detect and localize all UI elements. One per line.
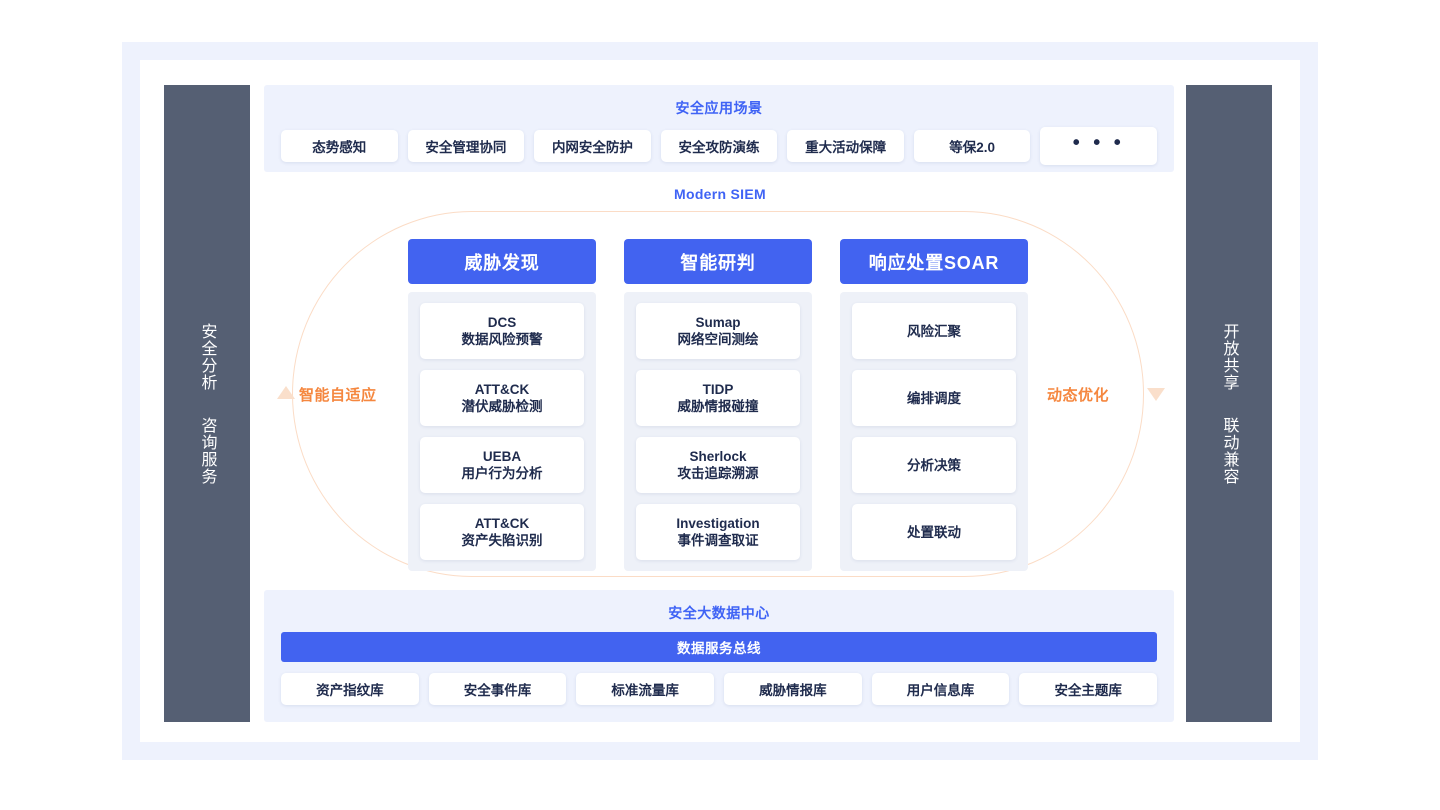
capability-card[interactable]: UEBA 用户行为分析 xyxy=(420,437,584,493)
capability-card[interactable]: TIDP 威胁情报碰撞 xyxy=(636,370,800,426)
capability-card[interactable]: Investigation 事件调查取证 xyxy=(636,504,800,560)
card-zh: 编排调度 xyxy=(907,390,961,406)
card-zh: 用户行为分析 xyxy=(461,466,543,481)
scenarios-chip-row: 态势感知 安全管理协同 内网安全防护 安全攻防演练 重大活动保障 等保2.0 •… xyxy=(264,127,1174,165)
capability-columns: 威胁发现 DCS 数据风险预警 ATT&CK 潜伏威胁检测 UEBA 用户行为分… xyxy=(408,239,1028,571)
left-pillar-line-2: 咨询服务 xyxy=(198,416,216,485)
capability-card[interactable]: ATT&CK 资产失陷识别 xyxy=(420,504,584,560)
data-store-chip[interactable]: 安全主题库 xyxy=(1019,673,1158,705)
column-body: Sumap 网络空间测绘 TIDP 威胁情报碰撞 Sherlock 攻击追踪溯源… xyxy=(624,292,812,571)
scenarios-title: 安全应用场景 xyxy=(675,100,763,116)
data-store-chip[interactable]: 标准流量库 xyxy=(576,673,715,705)
card-en: Sherlock xyxy=(689,449,747,464)
capability-card[interactable]: Sumap 网络空间测绘 xyxy=(636,303,800,359)
card-zh: 分析决策 xyxy=(907,457,961,473)
right-pillar-line-2: 联动兼容 xyxy=(1220,416,1238,485)
capability-card[interactable]: 处置联动 xyxy=(852,504,1016,560)
modern-siem-label: Modern SIEM xyxy=(674,186,766,202)
data-store-chip[interactable]: 用户信息库 xyxy=(871,673,1010,705)
card-zh: 威胁情报碰撞 xyxy=(677,399,759,414)
arrow-up-icon xyxy=(277,386,295,399)
capsule-note-right: 动态优化 xyxy=(1047,387,1110,404)
card-en: TIDP xyxy=(702,382,734,397)
card-en: DCS xyxy=(487,315,517,330)
card-zh: 攻击追踪溯源 xyxy=(677,466,759,481)
capability-card[interactable]: 编排调度 xyxy=(852,370,1016,426)
right-pillar: 开放共享 联动兼容 xyxy=(1186,85,1272,722)
card-en: UEBA xyxy=(482,449,522,464)
scenario-chip[interactable]: 安全管理协同 xyxy=(407,130,525,162)
column-response-soar: 响应处置SOAR 风险汇聚 编排调度 分析决策 处置联动 xyxy=(840,239,1028,571)
data-store-chip[interactable]: 安全事件库 xyxy=(428,673,567,705)
capability-card[interactable]: DCS 数据风险预警 xyxy=(420,303,584,359)
scenario-chip-more[interactable]: • • • xyxy=(1040,127,1158,165)
column-header[interactable]: 威胁发现 xyxy=(408,239,596,284)
card-zh: 处置联动 xyxy=(907,524,961,540)
column-body: DCS 数据风险预警 ATT&CK 潜伏威胁检测 UEBA 用户行为分析 ATT… xyxy=(408,292,596,571)
scenario-chip[interactable]: 态势感知 xyxy=(281,130,398,162)
column-body: 风险汇聚 编排调度 分析决策 处置联动 xyxy=(840,292,1028,571)
card-en: ATT&CK xyxy=(474,516,530,531)
scenario-chip[interactable]: 安全攻防演练 xyxy=(660,130,778,162)
arrow-down-icon xyxy=(1147,388,1165,401)
column-header[interactable]: 响应处置SOAR xyxy=(840,239,1028,284)
card-zh: 事件调查取证 xyxy=(677,533,759,548)
data-center-title: 安全大数据中心 xyxy=(668,605,770,621)
scenario-chip[interactable]: 重大活动保障 xyxy=(787,130,904,162)
card-zh: 风险汇聚 xyxy=(907,323,961,339)
capability-card[interactable]: ATT&CK 潜伏威胁检测 xyxy=(420,370,584,426)
card-en: ATT&CK xyxy=(474,382,530,397)
data-center-panel: 安全大数据中心 数据服务总线 资产指纹库 安全事件库 标准流量库 威胁情报库 用… xyxy=(264,590,1174,722)
data-service-bus[interactable]: 数据服务总线 xyxy=(281,632,1157,662)
left-pillar-line-1: 安全分析 xyxy=(198,322,216,391)
data-store-chip[interactable]: 资产指纹库 xyxy=(281,673,419,705)
card-zh: 网络空间测绘 xyxy=(677,332,759,347)
column-intelligent-analysis: 智能研判 Sumap 网络空间测绘 TIDP 威胁情报碰撞 Sherlock 攻… xyxy=(624,239,812,571)
data-store-row: 资产指纹库 安全事件库 标准流量库 威胁情报库 用户信息库 安全主题库 xyxy=(264,673,1174,705)
column-threat-discovery: 威胁发现 DCS 数据风险预警 ATT&CK 潜伏威胁检测 UEBA 用户行为分… xyxy=(408,239,596,571)
capability-card[interactable]: Sherlock 攻击追踪溯源 xyxy=(636,437,800,493)
column-header[interactable]: 智能研判 xyxy=(624,239,812,284)
capability-card[interactable]: 风险汇聚 xyxy=(852,303,1016,359)
capsule-note-left: 智能自适应 xyxy=(299,387,377,404)
data-store-chip[interactable]: 威胁情报库 xyxy=(724,673,862,705)
scenario-chip[interactable]: 等保2.0 xyxy=(913,130,1031,162)
card-en: Investigation xyxy=(676,516,760,531)
card-zh: 潜伏威胁检测 xyxy=(461,399,543,414)
capability-card[interactable]: 分析决策 xyxy=(852,437,1016,493)
left-pillar: 安全分析 咨询服务 xyxy=(164,85,250,722)
right-pillar-line-1: 开放共享 xyxy=(1220,322,1238,391)
card-zh: 资产失陷识别 xyxy=(461,533,543,548)
card-en: Sumap xyxy=(695,315,741,330)
card-zh: 数据风险预警 xyxy=(461,332,543,347)
scenario-chip[interactable]: 内网安全防护 xyxy=(534,130,651,162)
scenarios-panel: 安全应用场景 态势感知 安全管理协同 内网安全防护 安全攻防演练 重大活动保障 … xyxy=(264,85,1174,172)
